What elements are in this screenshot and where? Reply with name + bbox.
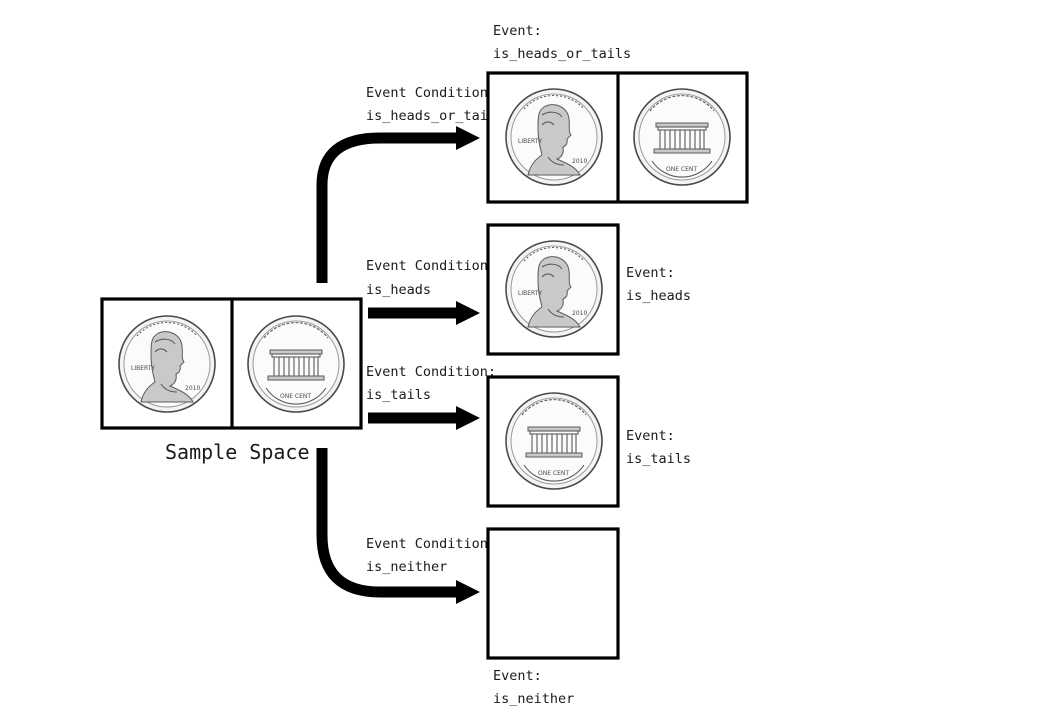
- event-title: Event:: [493, 668, 542, 684]
- event-title: Event:: [626, 265, 675, 281]
- heads-icon: [505, 88, 603, 186]
- condition-title: Event Condition:: [366, 364, 496, 380]
- tails-icon: [247, 315, 345, 413]
- condition-name: is_tails: [366, 387, 431, 403]
- empty-event-box: [486, 527, 620, 660]
- arrowhead-is-tails: [456, 406, 480, 430]
- tails-icon: [633, 88, 731, 186]
- condition-title: Event Condition:: [366, 536, 496, 552]
- branch-is-tails: Event Condition: is_tails Event: is_tail…: [366, 364, 691, 508]
- arrowhead-is-heads: [456, 301, 480, 325]
- arrowhead-is-neither: [456, 580, 480, 604]
- arrowhead-is-heads-or-tails: [456, 126, 480, 150]
- branch-is-heads-or-tails: Event Condition: is_heads_or_tails Event…: [366, 23, 749, 204]
- event-title: Event:: [626, 428, 675, 444]
- arrow-to-is-neither: [316, 448, 458, 598]
- branch-is-neither: Event Condition: is_neither Event: is_ne…: [366, 527, 620, 707]
- arrows: [316, 126, 480, 604]
- tails-icon: [505, 392, 603, 490]
- branch-is-heads: Event Condition: is_heads Event: is_head…: [366, 223, 691, 356]
- condition-name: is_neither: [366, 559, 447, 575]
- event-name: is_heads_or_tails: [493, 46, 631, 62]
- condition-name: is_heads: [366, 282, 431, 298]
- event-title: Event:: [493, 23, 542, 39]
- heads-icon: [505, 240, 603, 338]
- condition-title: Event Condition:: [366, 258, 496, 274]
- condition-name: is_heads_or_tails: [366, 108, 504, 124]
- sample-space-label: Sample Space: [165, 440, 310, 464]
- arrow-to-is-heads-or-tails: [316, 132, 458, 283]
- event-name: is_neither: [493, 691, 574, 707]
- event-name: is_heads: [626, 288, 691, 304]
- sample-space: Sample Space: [100, 297, 363, 464]
- condition-title: Event Condition:: [366, 85, 496, 101]
- event-name: is_tails: [626, 451, 691, 467]
- heads-icon: [118, 315, 216, 413]
